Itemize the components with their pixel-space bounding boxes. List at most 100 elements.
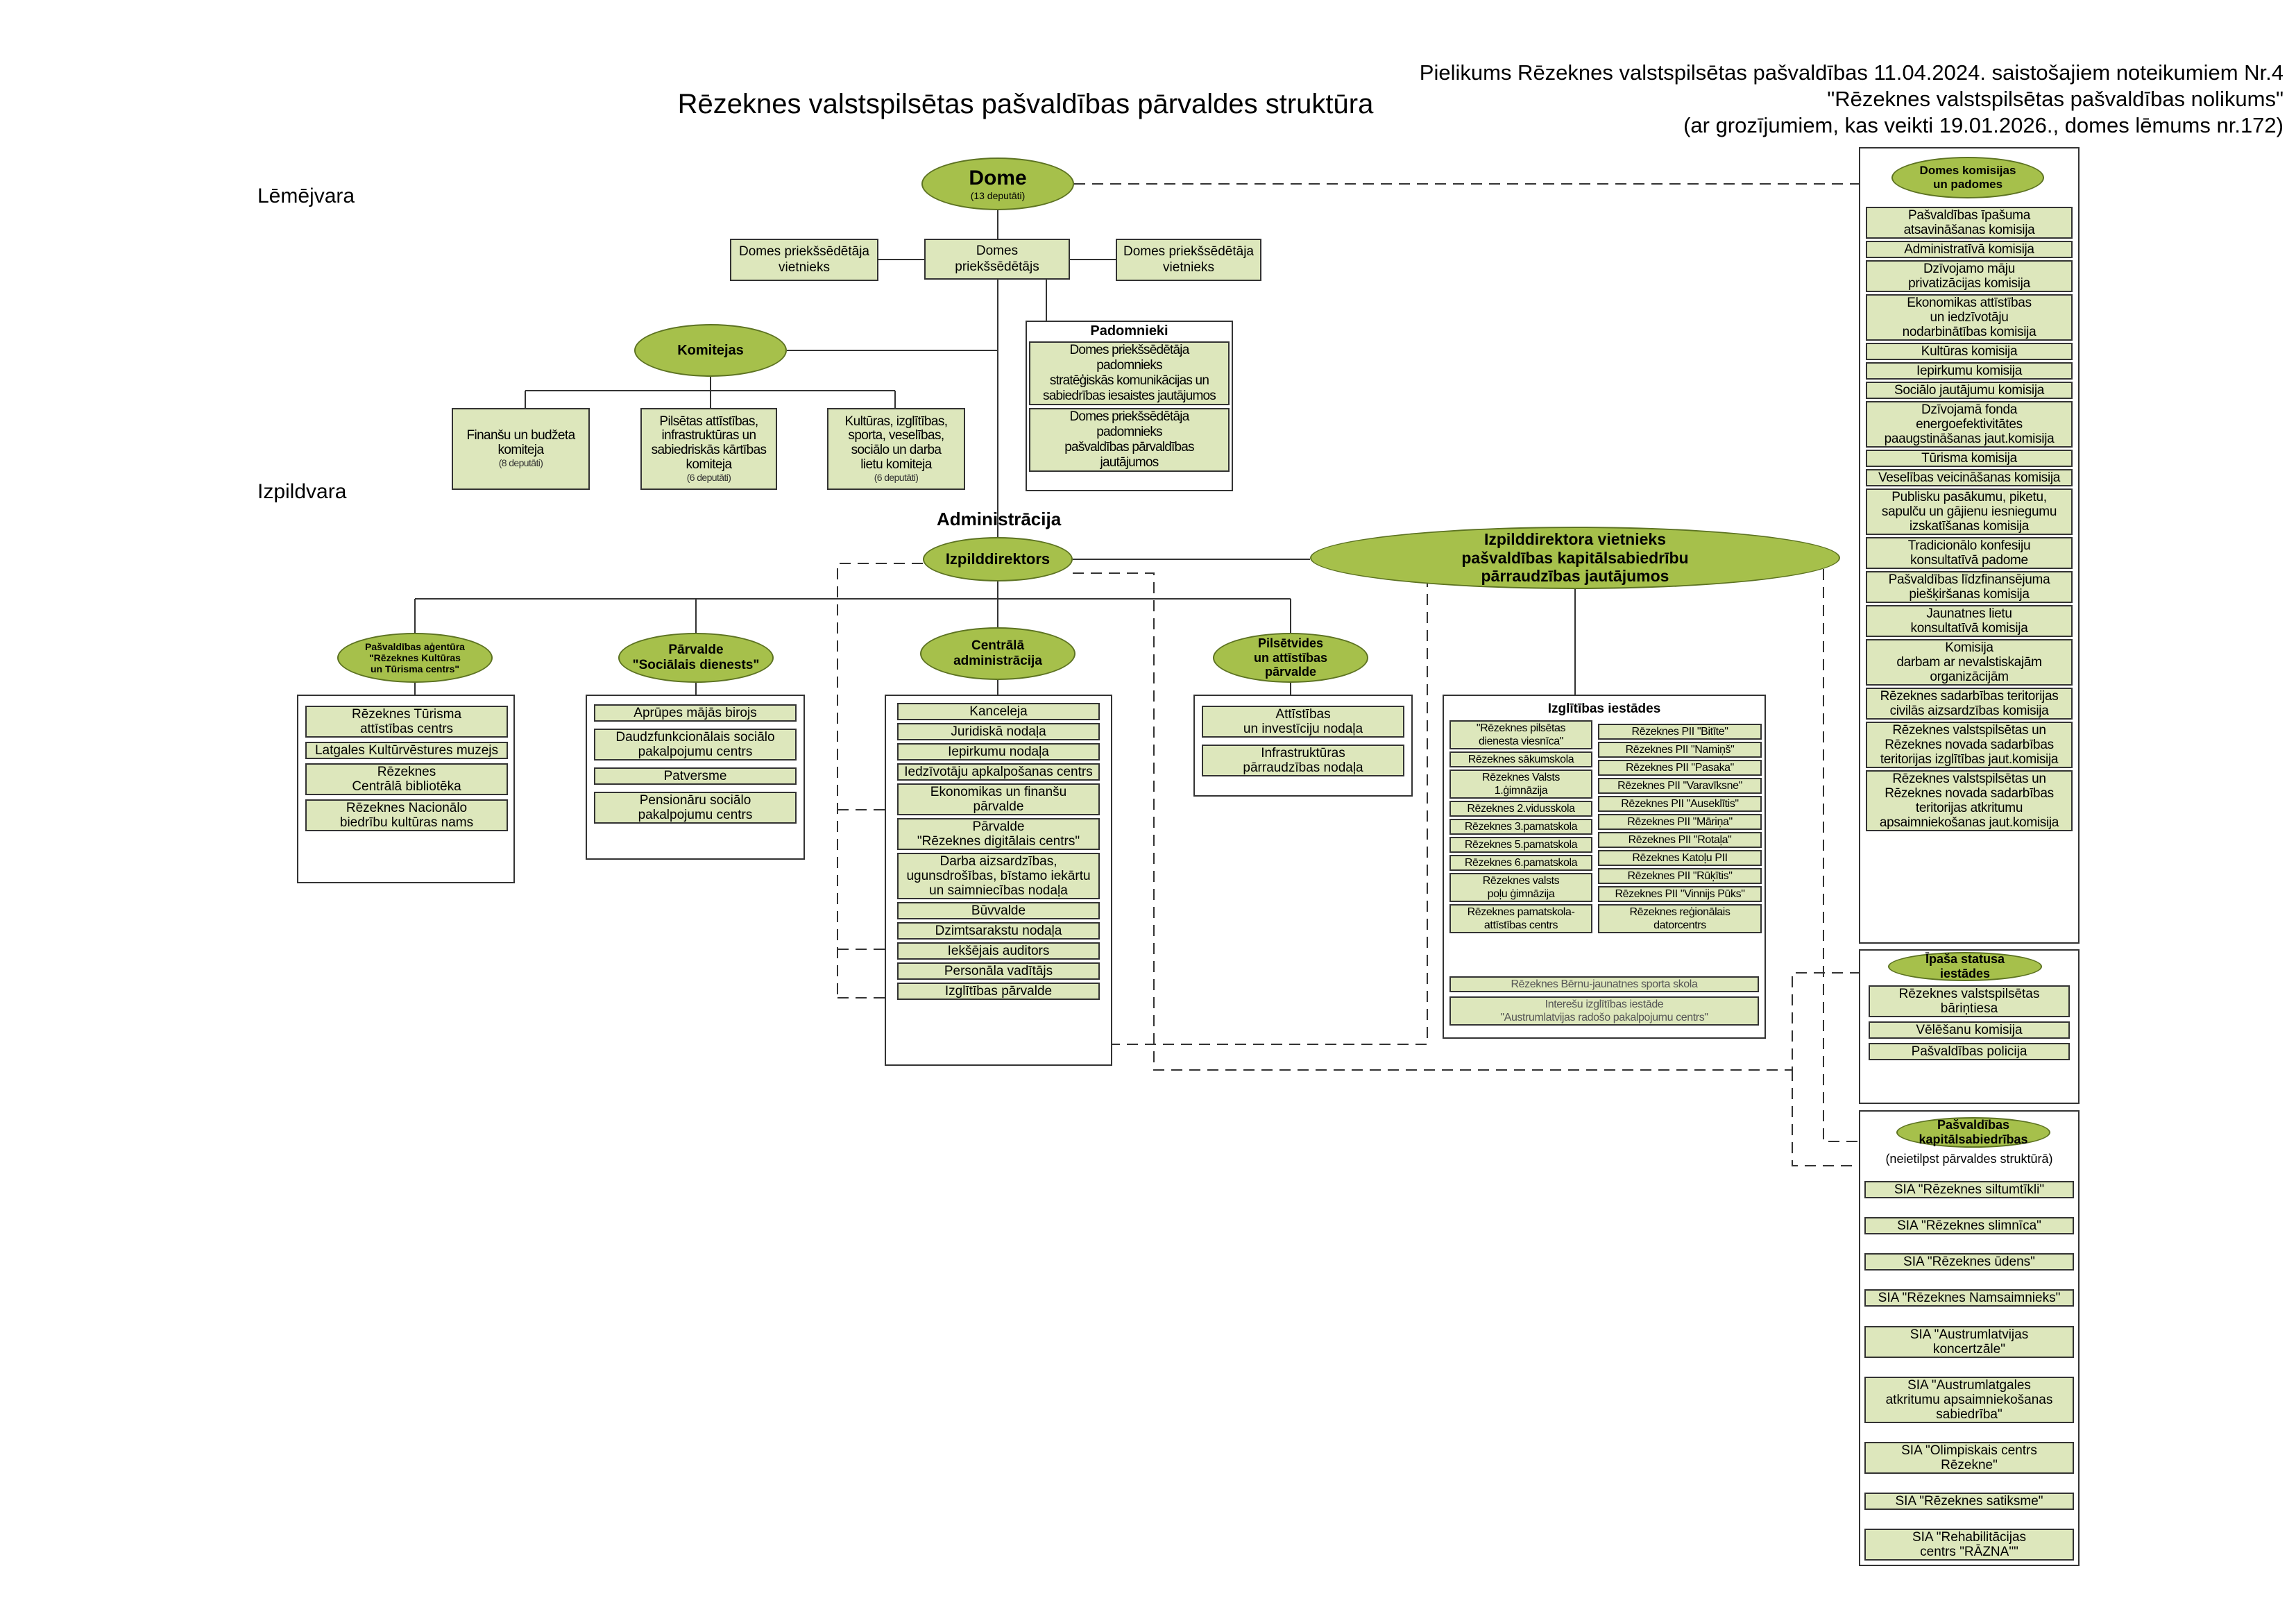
education-institution: Rēzeknes PII "Namiņš"	[1598, 742, 1762, 758]
commission-item: Iepirkumu komisija	[1866, 362, 2073, 380]
central-admin-node: Centrālā administrācija	[920, 627, 1075, 680]
deputy-chair-right: Domes priekšsēdētāja vietnieks	[1116, 239, 1261, 281]
dome-title: Dome	[969, 166, 1027, 189]
education-institution: Rēzeknes 3.pamatskola	[1449, 819, 1592, 835]
urban-unit: Infrastruktūras pārraudzības nodaļa	[1202, 745, 1404, 776]
commission-item: Dzīvojamo māju privatizācijas komisija	[1866, 260, 2073, 292]
social-unit: Patversme	[594, 767, 797, 785]
central-unit: Izglītības pārvalde	[897, 983, 1100, 1000]
commission-item: Ekonomikas attīstības un iedzīvotāju nod…	[1866, 294, 2073, 341]
executive-label: Izpildvara	[257, 480, 347, 503]
education-institution: Rēzeknes 5.pamatskola	[1449, 837, 1592, 853]
commission-item: Administratīvā komisija	[1866, 241, 2073, 258]
commission-item: Kultūras komisija	[1866, 343, 2073, 360]
administration-label: Administrācija	[937, 509, 1062, 529]
committee-note: (6 deputāti)	[874, 472, 919, 484]
education-institution: Rēzeknes PII "Rūķītis"	[1598, 868, 1762, 884]
company-item: SIA "Austrumlatgales atkritumu apsaimnie…	[1864, 1376, 2074, 1423]
central-unit: Personāla vadītājs	[897, 962, 1100, 980]
commission-item: Dzīvojamā fonda energoefektivitātes paau…	[1866, 401, 2073, 448]
education-institution: Rēzeknes sākumskola	[1449, 751, 1592, 767]
commission-item: Rēzeknes valstspilsētas un Rēzeknes nova…	[1866, 722, 2073, 768]
central-unit: Ekonomikas un finanšu pārvalde	[897, 783, 1100, 815]
commission-item: Veselības veicināšanas komisija	[1866, 469, 2073, 486]
commission-item: Rēzeknes valstspilsētas un Rēzeknes nova…	[1866, 770, 2073, 831]
advisor-box: Domes priekšsēdētāja padomnieks pašvaldī…	[1029, 408, 1230, 472]
director-node: Izpilddirektors	[923, 537, 1073, 581]
central-unit: Iekšējais auditors	[897, 942, 1100, 960]
education-institution: Rēzeknes PII "Vinnijs Pūks"	[1598, 886, 1762, 902]
education-title: Izglītības iestādes	[1547, 702, 1661, 716]
committee-name: Kultūras, izglītības, sporta, veselības,…	[844, 414, 949, 473]
central-unit: Būvvalde	[897, 902, 1100, 919]
commission-item: Tradicionālo konfesiju konsultatīvā pado…	[1866, 537, 2073, 569]
social-unit: Aprūpes mājās birojs	[594, 704, 797, 722]
commission-item: Rēzeknes sadarbības teritorijas civilās …	[1866, 688, 2073, 720]
companies-container: Pašvaldības kapitālsabiedrības (neietilp…	[1859, 1110, 2080, 1566]
companies-node: Pašvaldības kapitālsabiedrības	[1896, 1117, 2050, 1148]
committee-box: Finanšu un budžeta komiteja (8 deputāti)	[452, 408, 590, 490]
education-institution: Rēzeknes reģionālais datorcentrs	[1598, 904, 1762, 933]
advisor-box-list: Domes priekšsēdētāja padomnieks stratēģi…	[1029, 341, 1230, 472]
education-institution: Rēzeknes Katoļu PII	[1598, 850, 1762, 866]
education-institution-list: Rēzeknes PII "Bitīte" Rēzeknes PII "Namiņ…	[1598, 724, 1762, 933]
committee-box: Kultūras, izglītības, sporta, veselības,…	[827, 408, 965, 490]
chairman: Domes priekšsēdētājs	[924, 239, 1070, 280]
education-institution: Rēzeknes 6.pamatskola	[1449, 855, 1592, 871]
agency-unit: Latgales Kultūrvēstures muzejs	[305, 742, 508, 759]
central-unit: Dzimtsarakstu nodaļa	[897, 922, 1100, 940]
special-institution: Vēlēšanu komisija	[1869, 1021, 2070, 1039]
special-institution: Pašvaldības policija	[1869, 1043, 2070, 1060]
annex-line-1: Pielikums Rēzeknes valstspilsētas pašval…	[1419, 60, 2284, 85]
agency-unit: Rēzeknes Centrālā bibliotēka	[305, 763, 508, 795]
commission-item: Sociālo jautājumu komisija	[1866, 382, 2073, 399]
dome-note: (13 deputāti)	[970, 190, 1026, 202]
special-institution: Rēzeknes valstspilsētas bāriņtiesa	[1869, 985, 2070, 1017]
deputy-chair-left: Domes priekšsēdētāja vietnieks	[730, 239, 878, 281]
central-unit: Iepirkumu nodaļa	[897, 743, 1100, 760]
commission-item: Komisija darbam ar nevalstiskajām organi…	[1866, 639, 2073, 686]
committee-note: (6 deputāti)	[686, 472, 731, 484]
special-status-node: Īpaša statusa iestādes	[1888, 952, 2042, 981]
education-institution: Rēzeknes 2.vidusskola	[1449, 801, 1592, 817]
education-institution: Rēzeknes Bērnu-jaunatnes sporta skola	[1449, 976, 1759, 992]
advisors-title: Padomnieki	[1090, 323, 1168, 339]
company-item: SIA "Austrumlatvijas koncertzāle"	[1864, 1325, 2074, 1358]
education-institution: Rēzeknes PII "Bitīte"	[1598, 724, 1762, 740]
annex-line-2: "Rēzeknes valstspilsētas pašvaldības nol…	[1827, 87, 2284, 111]
social-node: Pārvalde "Sociālais dienests"	[618, 633, 774, 683]
company-item: SIA "Rēzeknes siltumtīkli"	[1864, 1181, 2074, 1198]
education-institution: Rēzeknes PII "Māriņa"	[1598, 814, 1762, 830]
education-institution-list: "Rēzeknes pilsētas dienesta viesnīca" Rēz…	[1449, 720, 1592, 933]
committee-note: (8 deputāti)	[498, 457, 543, 469]
education-institution: Interešu izglītības iestāde "Austrumlatv…	[1449, 996, 1759, 1026]
agency-unit: Rēzeknes Tūrisma attīstības centrs	[305, 706, 508, 738]
commission-item: Jaunatnes lietu konsultatīvā komisija	[1866, 605, 2073, 637]
commission-item: Tūrisma komisija	[1866, 450, 2073, 467]
page-title: Rēzeknes valstspilsētas pašvaldības pārv…	[677, 89, 1374, 119]
education-container: Izglītības iestādes "Rēzeknes pilsētas d…	[1443, 695, 1766, 1039]
committee-box: Pilsētas attīstības, infrastruktūras un …	[640, 408, 777, 490]
company-item: SIA "Rēzeknes slimnīca"	[1864, 1217, 2074, 1235]
commissions-container: Domes komisijas un padomes Pašvaldības ī…	[1859, 147, 2080, 944]
company-item-list: SIA "Rēzeknes siltumtīkli" SIA "Rēzeknes …	[1864, 1181, 2074, 1561]
legislative-label: Lēmējvara	[257, 185, 355, 207]
companies-note: (neietilpst pārvaldes struktūrā)	[1885, 1152, 2053, 1166]
urban-node: Pilsētvides un attīstības pārvalde	[1213, 633, 1368, 683]
annex-line-3: (ar grozījumiem, kas veikti 19.01.2026.,…	[1683, 113, 2284, 137]
commission-item: Publisku pasākumu, piketu, sapulču un gā…	[1866, 488, 2073, 535]
company-item: SIA "Olimpiskais centrs Rēzekne"	[1864, 1441, 2074, 1474]
committees-node: Komitejas	[634, 324, 787, 377]
agency-node: Pašvaldības aģentūra "Rēzeknes Kultūras …	[337, 633, 493, 683]
social-unit: Daudzfunkcionālais sociālo pakalpojumu c…	[594, 729, 797, 760]
committee-name: Pilsētas attīstības, infrastruktūras un …	[651, 414, 767, 473]
education-institution: "Rēzeknes pilsētas dienesta viesnīca"	[1449, 720, 1592, 749]
urban-unit: Attīstības un investīciju nodaļa	[1202, 706, 1404, 738]
